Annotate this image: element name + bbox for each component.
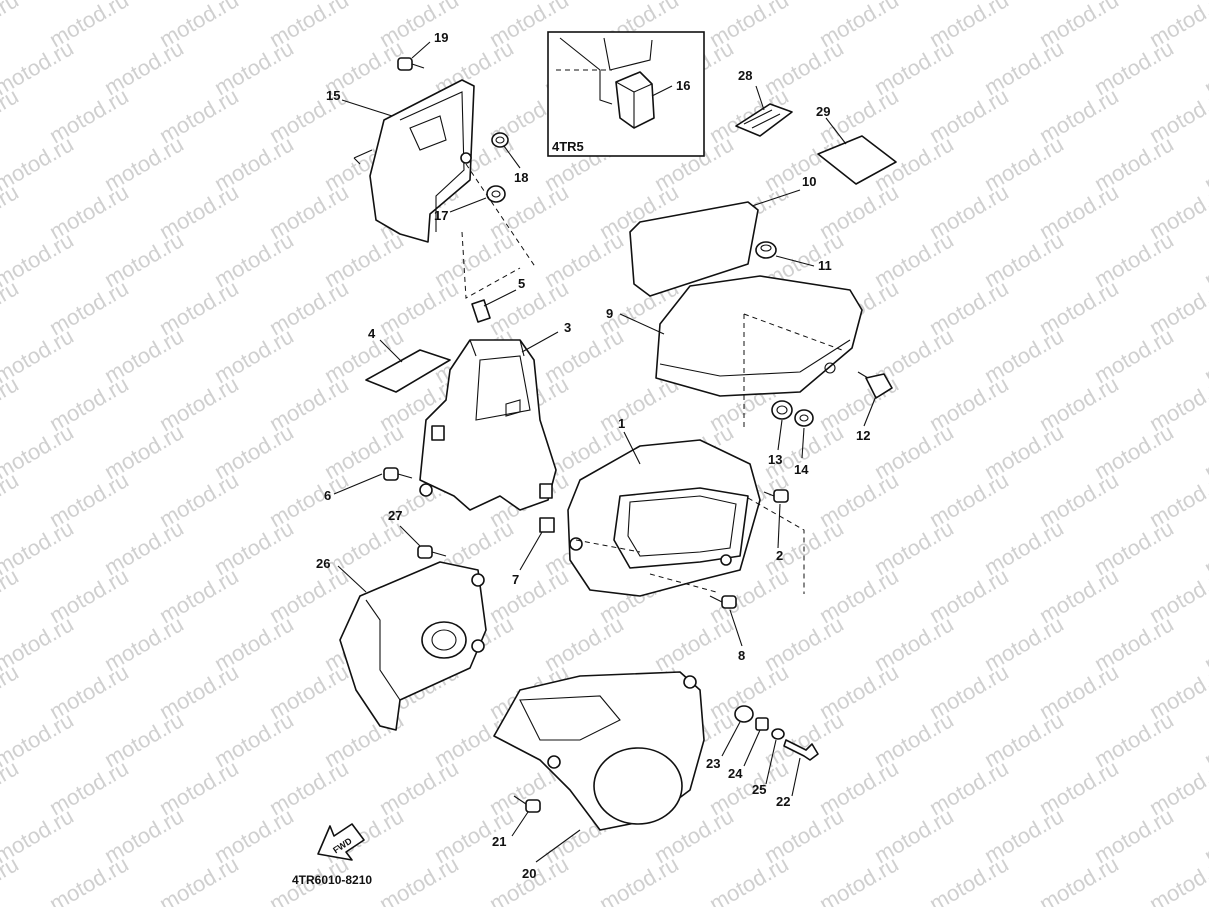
callout-15: 15 [326,88,340,103]
watermark-text: motod.ru [925,851,1013,907]
part-10-panel [629,201,759,297]
part-1-airbox [567,439,805,597]
callout-11: 11 [818,258,832,273]
callout-27: 27 [388,508,402,523]
callout-4: 4 [368,326,376,341]
watermark-text: motod.ru [1035,851,1123,907]
watermark-text: motod.ru [45,851,133,907]
part-29-label [817,135,897,185]
callout-1: 1 [618,416,625,431]
watermark-text: motod.ru [375,851,463,907]
part-4-pad [365,349,451,393]
callout-7: 7 [512,572,519,587]
part-26-cover [339,561,487,731]
callout-28: 28 [738,68,752,83]
part-20-cover [493,671,705,831]
part-15-cover [353,79,475,243]
part-2-bolt [763,489,789,503]
watermark-text: motod.ru [0,659,23,724]
part-17-grommet [486,185,506,203]
callout-26: 26 [316,556,330,571]
part-5-clip [471,299,491,323]
watermark-text: motod.ru [0,851,23,907]
callout-13: 13 [768,452,782,467]
part-13-grommet [771,400,793,420]
callout-10: 10 [802,174,816,189]
part-28-label [735,103,793,137]
callout-29: 29 [816,104,830,119]
watermark-text: motod.ru [0,275,23,340]
callout-labels: 1 2 3 4 5 6 7 8 9 10 11 12 13 14 15 16 1… [316,30,870,881]
watermark-text: motod.ru [0,467,23,532]
part-21-screw [513,795,541,813]
callout-12: 12 [856,428,870,443]
callout-2: 2 [776,548,783,563]
watermark-text: motod.ru [1145,851,1209,907]
part-12-bolt [857,371,893,399]
part-14-grommet [794,409,814,427]
inset-4tr5: 4TR5 [547,31,705,157]
watermark-text: motod.ru [705,851,793,907]
part-22-bolt [783,739,819,761]
watermark-text: motod.ru [0,179,23,244]
callout-19: 19 [434,30,448,45]
callout-22: 22 [776,794,790,809]
part-8-bolt [709,595,737,609]
part-18-grommet [491,132,509,148]
part-11-grommet [755,241,777,259]
part-6-screw [383,467,413,481]
part-25-washer [771,728,785,740]
watermark-text: motod.ru [0,371,23,436]
callout-25: 25 [752,782,766,797]
callout-17: 17 [434,208,448,223]
callout-20: 20 [522,866,536,881]
part-3-housing [419,339,557,533]
fwd-arrow-icon: FWD [317,823,365,861]
leader-lines [333,41,877,863]
callout-3: 3 [564,320,571,335]
callout-18: 18 [514,170,528,185]
watermark-text: motod.ru [0,755,23,820]
inset-label: 4TR5 [552,139,584,154]
callout-6: 6 [324,488,331,503]
callout-5: 5 [518,276,525,291]
callout-21: 21 [492,834,506,849]
watermark-text: motod.ru [155,851,243,907]
callout-16: 16 [676,78,690,93]
callout-14: 14 [794,462,809,477]
callout-24: 24 [728,766,743,781]
figure-code: 4TR6010-8210 [292,873,372,887]
callout-8: 8 [738,648,745,663]
callout-23: 23 [706,756,720,771]
watermark-text: motod.ru [0,563,23,628]
watermark-text: motod.ru [815,851,903,907]
part-19-screw [397,57,425,71]
watermark-text: motod.ru [0,0,23,52]
part-27-screw [417,545,447,559]
part-23-collar [734,705,754,723]
callout-9: 9 [606,306,613,321]
part-24-spacer [755,717,769,731]
watermark-text: motod.ru [0,83,23,148]
watermark-text: motod.ru [595,851,683,907]
part-9-cover [655,275,863,430]
